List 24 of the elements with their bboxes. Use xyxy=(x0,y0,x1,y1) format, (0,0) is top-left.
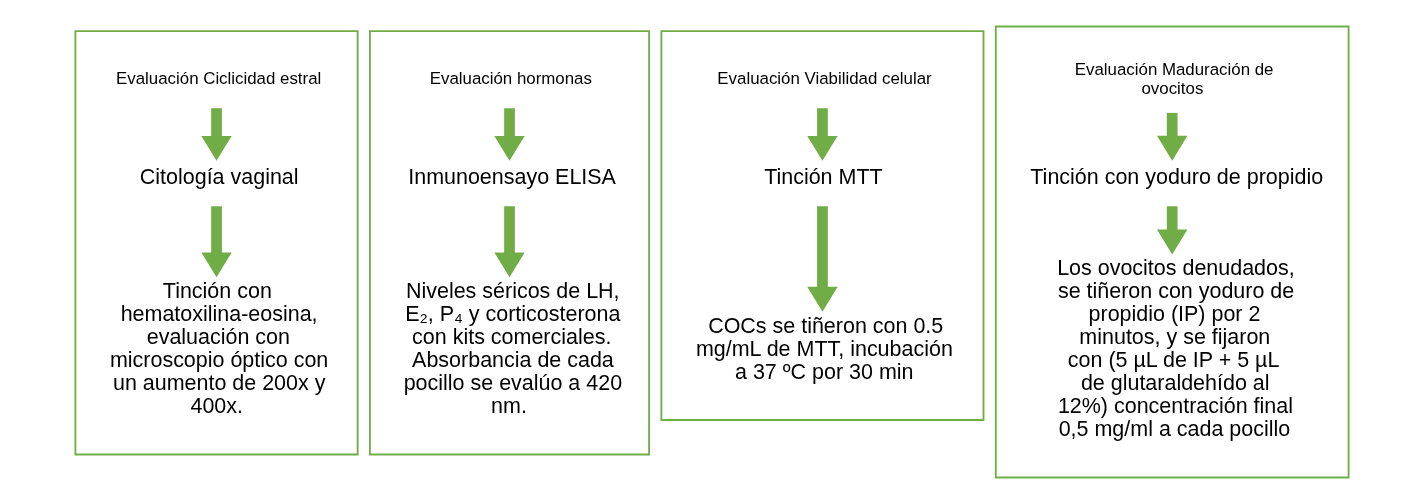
node-text: Evaluación Ciclicidad estral xyxy=(116,69,322,89)
cluster xyxy=(994,25,1350,479)
arrow xyxy=(201,206,232,278)
cluster xyxy=(74,30,359,456)
arrow xyxy=(1157,112,1188,161)
cluster xyxy=(369,30,651,456)
cluster xyxy=(660,30,985,421)
arrow xyxy=(494,108,525,161)
arrow xyxy=(807,108,838,161)
node-text: Niveles séricos de LH, E₂, P₄ y corticosterona con kits comerciales. Absorbancia de cada pocillo se evalúo a 420 nm. xyxy=(403,279,623,419)
node-text: Inmunoensayo ELISA xyxy=(408,165,616,190)
arrow xyxy=(1157,206,1188,255)
node-text: Evaluación Maduración de ovocitos xyxy=(1074,60,1274,98)
arrow xyxy=(201,108,232,161)
node-text: Los ovocitos denudados, se tiñeron con yoduro de propidio (IP) por 2 minutos, y se fijaron con (5 µL de IP + 5 µL de glutaraldehído al 12%) concentración final 0,5 mg/ml a cada pocillo xyxy=(1057,256,1295,442)
node-text: Evaluación Viabilidad celular xyxy=(717,69,932,89)
node-text: Tinción MTT xyxy=(764,165,883,190)
node-text: Citología vaginal xyxy=(139,165,299,190)
arrow xyxy=(494,206,525,278)
node-text: Evaluación hormonas xyxy=(429,69,592,89)
node-text: Tinción con yoduro de propidio xyxy=(1030,165,1324,190)
node-text: Tinción con hematoxilina-eosina, evaluación con microscopio óptico con un aumento de 200x y 400x. xyxy=(109,279,329,419)
node-text: COCs se tiñeron con 0.5 mg/mL de MTT, incubación a 37 ºC por 30 min xyxy=(695,313,953,384)
arrow xyxy=(807,206,838,312)
